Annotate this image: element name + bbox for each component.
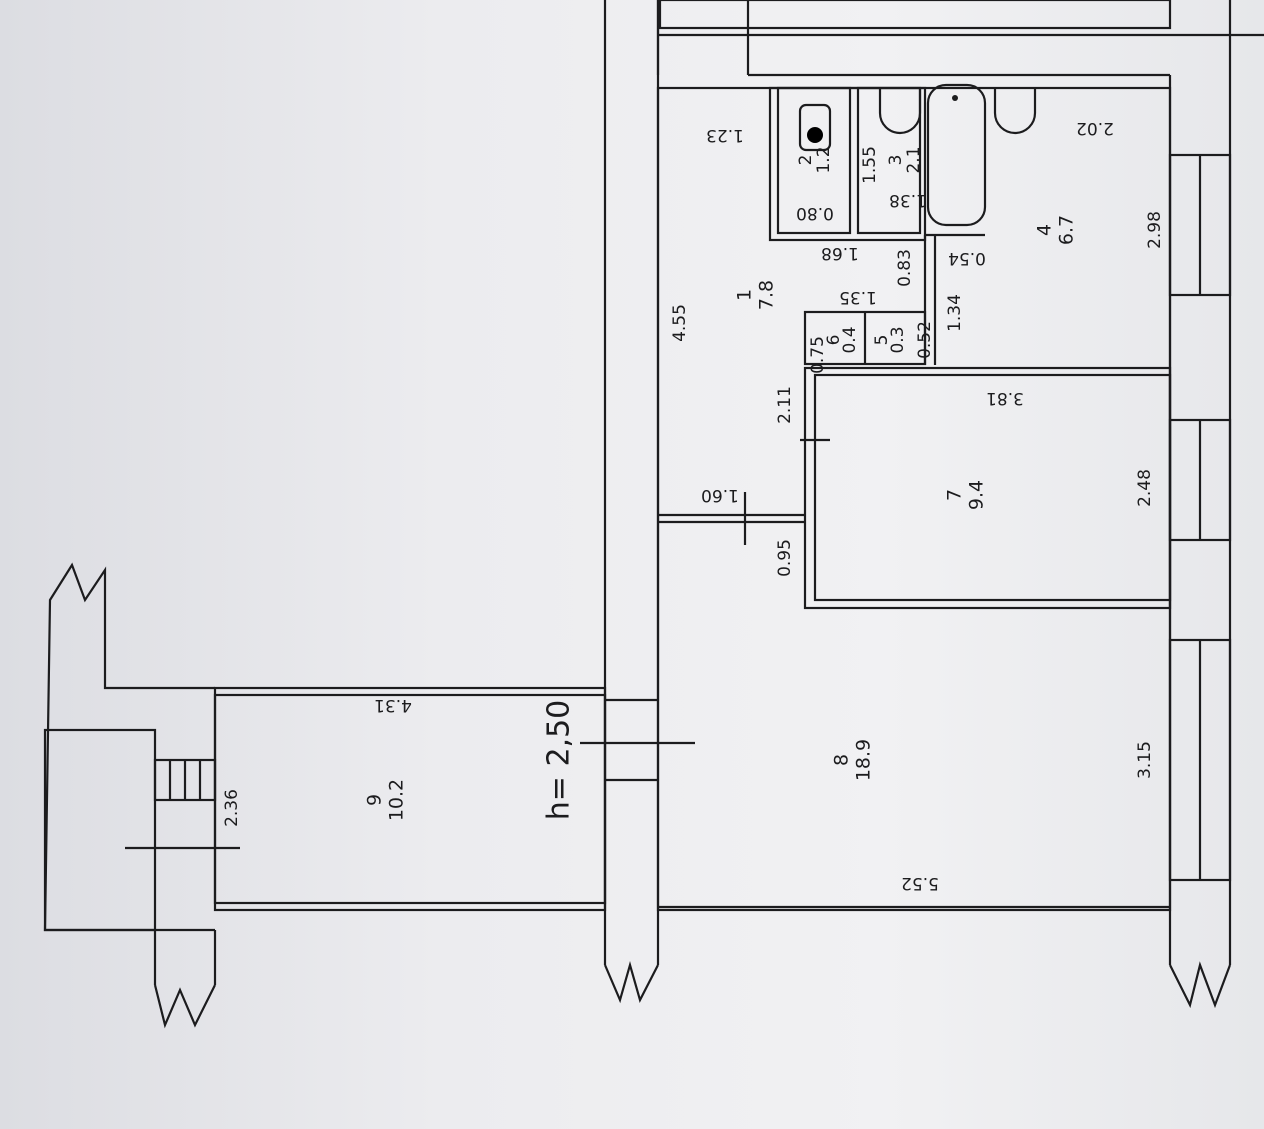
- room-2-area: 1.2: [814, 146, 834, 173]
- dim-3-81: 3.81: [986, 388, 1024, 408]
- room-7-area: 9.4: [966, 480, 988, 510]
- room-6-area: 0.4: [840, 326, 860, 353]
- walls: [43, 0, 1264, 1029]
- dim-1-55: 1.55: [860, 146, 880, 184]
- room-9-number: 9: [364, 794, 386, 806]
- room-1-area: 7.8: [756, 280, 778, 310]
- dim-0-95: 0.95: [775, 539, 795, 577]
- dim-1-38: 1.38: [889, 190, 927, 210]
- dim-5-52: 5.52: [901, 873, 939, 893]
- dim-0-83: 0.83: [895, 249, 915, 287]
- dim-0-54: 0.54: [948, 248, 986, 268]
- room-6-number: 6: [824, 335, 844, 346]
- dim-0-75: 0.75: [808, 336, 828, 374]
- room-4-area: 6.7: [1056, 215, 1078, 245]
- ceiling-height: h= 2,50: [542, 700, 577, 820]
- dim-2-48: 2.48: [1135, 469, 1155, 507]
- dim-2-98: 2.98: [1145, 211, 1165, 249]
- dim-1-23: 1.23: [706, 125, 744, 145]
- dim-0-52: 0.52: [915, 321, 935, 359]
- room-1-number: 1: [734, 289, 756, 301]
- room-8-number: 8: [831, 754, 853, 766]
- dim-0-80: 0.80: [796, 203, 834, 223]
- room-5-area: 0.3: [888, 326, 908, 353]
- dimension-labels: 1.23 1.55 0.80 1.38 1.68 0.83 0.54 2.02 …: [222, 118, 1165, 893]
- room-4-number: 4: [1034, 224, 1056, 236]
- dim-1-35: 1.35: [839, 287, 877, 307]
- room-7-number: 7: [944, 489, 966, 501]
- dim-1-68: 1.68: [821, 243, 859, 263]
- room-9-area: 10.2: [386, 779, 408, 821]
- room-5-number: 5: [872, 335, 892, 346]
- dim-2-02: 2.02: [1076, 118, 1114, 138]
- dim-2-11: 2.11: [775, 386, 795, 424]
- dim-1-60: 1.60: [701, 485, 739, 505]
- dim-3-15: 3.15: [1135, 741, 1155, 779]
- dim-2-36: 2.36: [222, 789, 242, 827]
- room-2-number: 2: [796, 155, 816, 166]
- dim-1-34: 1.34: [945, 294, 965, 332]
- dim-4-31: 4.31: [374, 695, 412, 715]
- room-3-number: 3: [886, 155, 906, 166]
- room-3-area: 2.1: [904, 146, 924, 173]
- room-8-area: 18.9: [853, 739, 875, 781]
- dim-4-55: 4.55: [670, 304, 690, 342]
